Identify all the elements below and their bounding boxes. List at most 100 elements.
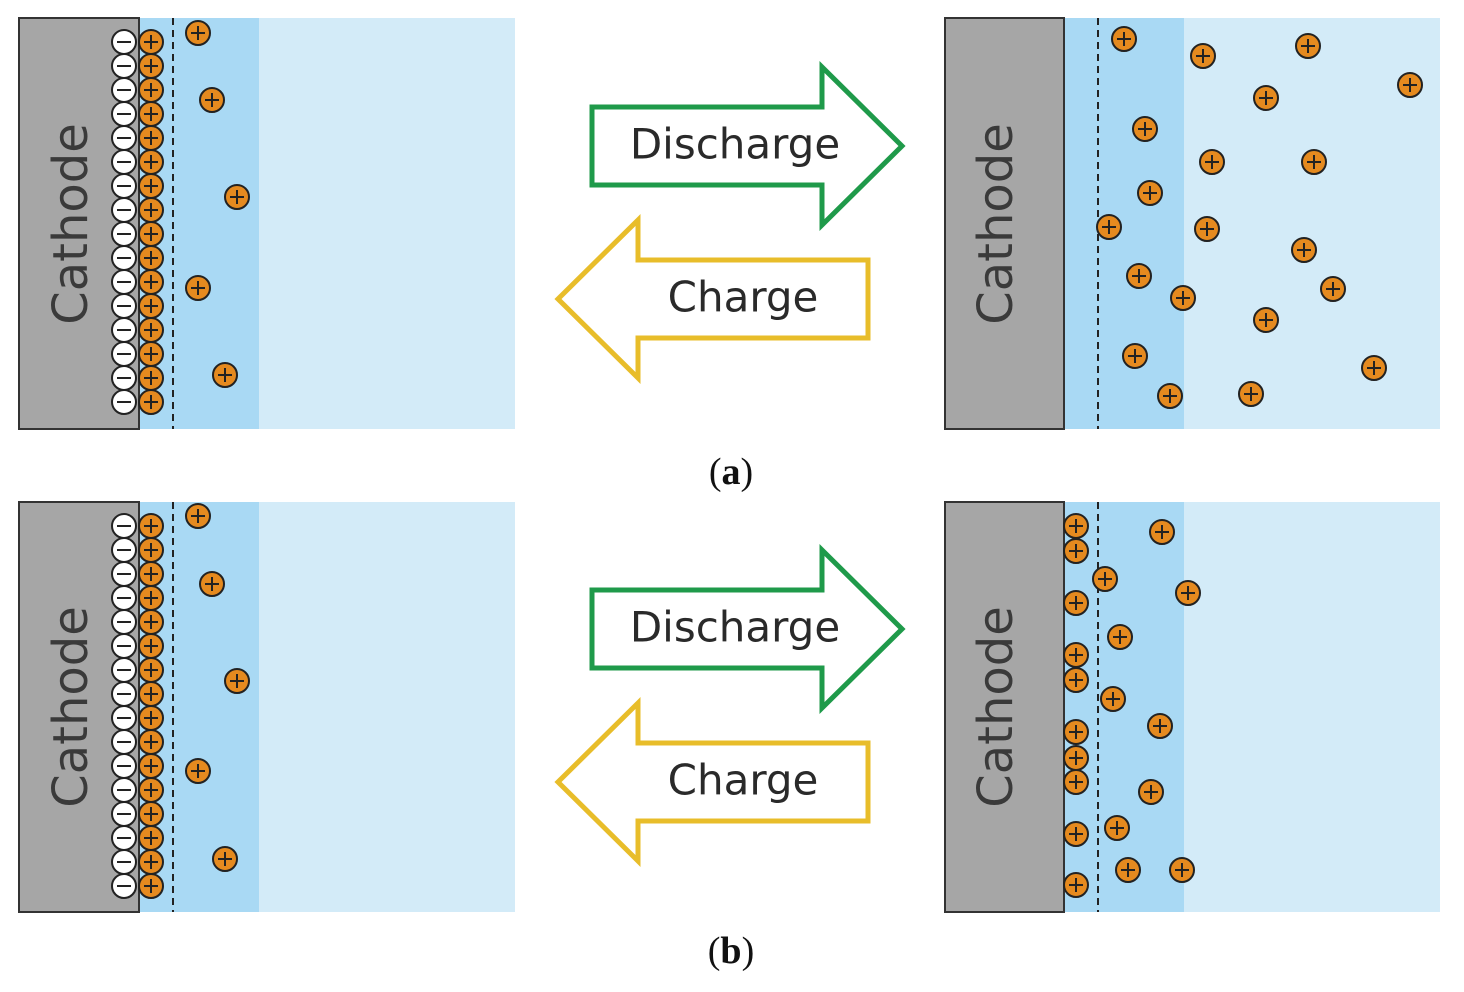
cathode-label: Cathode — [968, 606, 1024, 808]
panel-label-a: (a) — [708, 451, 754, 493]
panel-a-discharged-state: Cathode — [944, 17, 1440, 430]
discharge-arrow: Discharge — [589, 61, 906, 231]
plus-circle-icon — [1301, 149, 1327, 175]
minus-circle-icon — [111, 873, 137, 899]
plus-circle-icon — [199, 571, 225, 597]
plus-circle-icon — [138, 365, 164, 391]
plus-circle-icon — [138, 609, 164, 635]
plus-circle-icon — [212, 362, 238, 388]
plus-circle-icon — [138, 729, 164, 755]
plus-circle-icon — [138, 269, 164, 295]
plus-circle-icon — [1063, 538, 1089, 564]
plus-circle-icon — [1063, 821, 1089, 847]
discharge-arrow-label: Discharge — [630, 603, 840, 652]
charge-arrow: Charge — [554, 697, 871, 867]
plus-circle-icon — [1107, 624, 1133, 650]
plus-circle-icon — [138, 29, 164, 55]
plus-circle-icon — [185, 758, 211, 784]
plus-circle-icon — [1126, 263, 1152, 289]
cathode-electrode — [944, 501, 1065, 913]
plus-circle-icon — [224, 668, 250, 694]
panel-a-charged-state: Cathode — [18, 17, 515, 430]
plus-circle-icon — [138, 221, 164, 247]
plus-circle-icon — [1169, 857, 1195, 883]
minus-circle-icon — [111, 293, 137, 319]
plus-circle-icon — [185, 503, 211, 529]
plus-circle-icon — [1361, 355, 1387, 381]
plus-circle-icon — [138, 341, 164, 367]
plus-circle-icon — [1063, 719, 1089, 745]
plus-circle-icon — [1096, 214, 1122, 240]
plus-circle-icon — [138, 801, 164, 827]
plus-circle-icon — [1063, 642, 1089, 668]
plus-circle-icon — [1194, 216, 1220, 242]
plus-circle-icon — [1063, 590, 1089, 616]
stern-layer — [1064, 18, 1184, 429]
plus-circle-icon — [1397, 72, 1423, 98]
plus-circle-icon — [138, 317, 164, 343]
plus-circle-icon — [1137, 180, 1163, 206]
panel-label-b: (b) — [707, 930, 755, 972]
plus-circle-icon — [138, 197, 164, 223]
minus-circle-icon — [111, 365, 137, 391]
cathode-label: Cathode — [43, 606, 99, 808]
plus-circle-icon — [1295, 33, 1321, 59]
panel-b-discharged-state: Cathode — [944, 501, 1440, 913]
plus-circle-icon — [138, 389, 164, 415]
minus-circle-icon — [111, 53, 137, 79]
minus-circle-icon — [111, 681, 137, 707]
plus-circle-icon — [138, 77, 164, 103]
plus-circle-icon — [138, 173, 164, 199]
plus-circle-icon — [1111, 26, 1137, 52]
plus-circle-icon — [1175, 580, 1201, 606]
panel-a: Cathode Cathode Discharge — [18, 17, 1440, 430]
stern-layer — [1064, 502, 1184, 912]
minus-circle-icon — [111, 317, 137, 343]
minus-circle-icon — [111, 341, 137, 367]
minus-circle-icon — [111, 29, 137, 55]
plus-circle-icon — [1253, 307, 1279, 333]
plus-circle-icon — [1063, 872, 1089, 898]
plus-circle-icon — [1199, 149, 1225, 175]
plus-circle-icon — [138, 245, 164, 271]
plus-circle-icon — [138, 849, 164, 875]
minus-circle-icon — [111, 777, 137, 803]
plus-circle-icon — [185, 275, 211, 301]
discharge-arrow-label: Discharge — [630, 120, 840, 169]
plus-circle-icon — [138, 293, 164, 319]
plus-circle-icon — [185, 20, 211, 46]
plus-circle-icon — [138, 873, 164, 899]
plus-circle-icon — [1063, 513, 1089, 539]
minus-circle-icon — [111, 849, 137, 875]
plus-circle-icon — [138, 657, 164, 683]
minus-circle-icon — [111, 149, 137, 175]
plus-circle-icon — [1253, 85, 1279, 111]
plus-circle-icon — [138, 537, 164, 563]
plus-circle-icon — [1147, 713, 1173, 739]
plus-circle-icon — [138, 633, 164, 659]
plus-circle-icon — [1063, 769, 1089, 795]
plus-circle-icon — [1149, 519, 1175, 545]
minus-circle-icon — [111, 729, 137, 755]
plus-circle-icon — [1238, 381, 1264, 407]
minus-circle-icon — [111, 585, 137, 611]
plus-circle-icon — [1122, 343, 1148, 369]
panel-b: Cathode Cathode Discharge — [18, 501, 1440, 913]
plus-circle-icon — [1291, 237, 1317, 263]
minus-circle-icon — [111, 657, 137, 683]
minus-circle-icon — [111, 125, 137, 151]
minus-circle-icon — [111, 561, 137, 587]
discharge-arrow: Discharge — [589, 544, 906, 714]
cathode-electrode — [944, 17, 1065, 430]
minus-circle-icon — [111, 389, 137, 415]
plus-circle-icon — [212, 846, 238, 872]
plus-circle-icon — [1170, 285, 1196, 311]
plus-circle-icon — [138, 753, 164, 779]
minus-circle-icon — [111, 513, 137, 539]
plus-circle-icon — [1190, 43, 1216, 69]
plus-circle-icon — [138, 825, 164, 851]
plus-circle-icon — [138, 777, 164, 803]
plus-circle-icon — [138, 513, 164, 539]
